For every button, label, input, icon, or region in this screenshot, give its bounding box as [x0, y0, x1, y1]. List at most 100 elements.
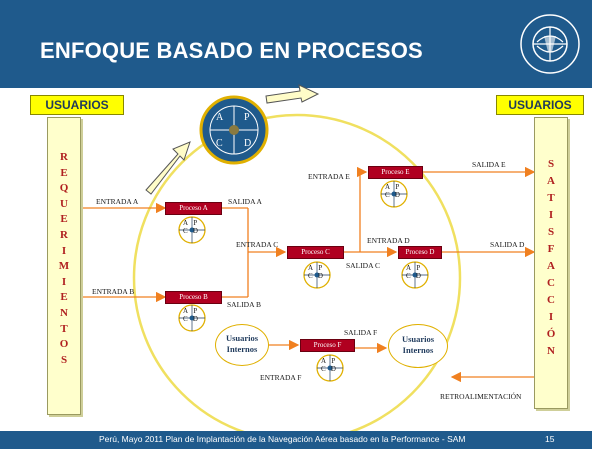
page-number: 15: [545, 434, 555, 444]
bar-letter: Ó: [546, 328, 556, 340]
entrada-c-label: ENTRADA C: [236, 240, 279, 249]
pdca-letter: D: [317, 272, 323, 280]
pdca-letter: P: [395, 183, 400, 191]
bar-letter: R: [60, 228, 68, 241]
process-e-box: Proceso E: [368, 166, 423, 179]
internal-users-text: Usuarios: [225, 333, 259, 343]
bar-letter: S: [60, 353, 68, 366]
bar-letter: C: [547, 277, 555, 289]
pdca-letter: A: [406, 264, 412, 272]
pdca-small-e: [380, 180, 408, 208]
process-a-box: Proceso A: [165, 202, 222, 215]
internal-users-text: Internos: [226, 344, 258, 354]
bar-letter: E: [60, 291, 68, 304]
pdca-large-d-letter: D: [244, 138, 252, 149]
entrada-f-label: ENTRADA F: [260, 373, 302, 382]
title-bar: [0, 0, 592, 88]
bar-letter: U: [60, 197, 68, 210]
bar-letter: E: [60, 213, 68, 226]
pdca-letter: C: [385, 191, 390, 199]
pdca-letter: D: [192, 227, 198, 235]
pdca-letter: C: [183, 227, 188, 235]
bar-letter: I: [548, 311, 554, 323]
bar-letter: Q: [59, 182, 69, 195]
internal-users-text: Internos: [402, 345, 434, 355]
pdca-small-a: [178, 216, 206, 244]
users-label-right: USUARIOS: [496, 95, 584, 115]
salida-d-label: SALIDA D: [490, 240, 525, 249]
pdca-letter: C: [321, 365, 326, 373]
pdca-letter: C: [308, 272, 313, 280]
process-d-box: Proceso D: [398, 246, 442, 259]
pdca-large-c-letter: C: [216, 138, 223, 149]
footer-text: Perú, Mayo 2011 Plan de Implantación de …: [99, 434, 466, 444]
salida-e-label: SALIDA E: [472, 160, 506, 169]
users-label-left: USUARIOS: [30, 95, 124, 115]
bar-letter: C: [547, 294, 555, 306]
pdca-letter: C: [406, 272, 411, 280]
improvement-arrow-diagonal: [145, 141, 191, 195]
pdca-letter: P: [193, 219, 198, 227]
pdca-letter: D: [330, 365, 336, 373]
feedback-label: RETROALIMENTACIÓN: [440, 392, 522, 401]
salida-b-label: SALIDA B: [227, 300, 261, 309]
pdca-letter: A: [321, 357, 327, 365]
footer-bar: [0, 431, 592, 449]
bar-letter: I: [61, 275, 67, 288]
bar-letter: R: [60, 151, 68, 163]
bar-letter: I: [61, 244, 67, 257]
salida-c-label: SALIDA C: [346, 261, 380, 270]
bar-letter: S: [547, 158, 555, 170]
pdca-small-b: [178, 304, 206, 332]
entrada-b-label: ENTRADA B: [92, 287, 135, 296]
process-f-box: Proceso F: [300, 339, 355, 352]
pdca-small-f: [316, 354, 344, 382]
improvement-arrow-horizontal: [265, 84, 320, 104]
bar-letter: S: [547, 226, 555, 238]
internal-users-text: Usuarios: [401, 334, 435, 344]
pdca-large-a-letter: A: [216, 112, 224, 123]
entrada-e-label: ENTRADA E: [308, 172, 350, 181]
bar-letter: A: [547, 260, 555, 272]
pdca-letter: P: [416, 264, 421, 272]
pdca-small-d: [401, 261, 429, 289]
process-b-box: Proceso B: [165, 291, 222, 304]
pdca-letter: A: [308, 264, 314, 272]
bar-letter: E: [60, 166, 68, 179]
icao-logo-icon: [520, 14, 580, 74]
pdca-letter: D: [192, 315, 198, 323]
salida-a-label: SALIDA A: [228, 197, 262, 206]
slide-title: ENFOQUE BASADO EN PROCESOS: [40, 38, 423, 63]
bar-letter: N: [60, 306, 68, 319]
process-c-box: Proceso C: [287, 246, 344, 259]
pdca-large-p-letter: P: [244, 112, 250, 123]
pdca-letter: D: [415, 272, 421, 280]
pdca-letter: D: [394, 191, 400, 199]
bar-letter: N: [547, 345, 555, 357]
bar-letter: T: [60, 322, 68, 335]
salida-f-label: SALIDA F: [344, 328, 378, 337]
bar-letter: A: [547, 175, 555, 187]
entrada-d-label: ENTRADA D: [367, 236, 410, 245]
bar-letter: M: [58, 260, 70, 273]
pdca-large-circle: [199, 95, 269, 165]
pdca-letter: P: [331, 357, 336, 365]
bar-letter: T: [547, 192, 555, 204]
pdca-small-c: [303, 261, 331, 289]
bar-letter: O: [59, 338, 69, 351]
bar-letter: I: [548, 209, 554, 221]
pdca-letter: P: [193, 307, 198, 315]
pdca-letter: A: [183, 219, 189, 227]
pdca-letter: A: [385, 183, 391, 191]
entrada-a-label: ENTRADA A: [96, 197, 139, 206]
